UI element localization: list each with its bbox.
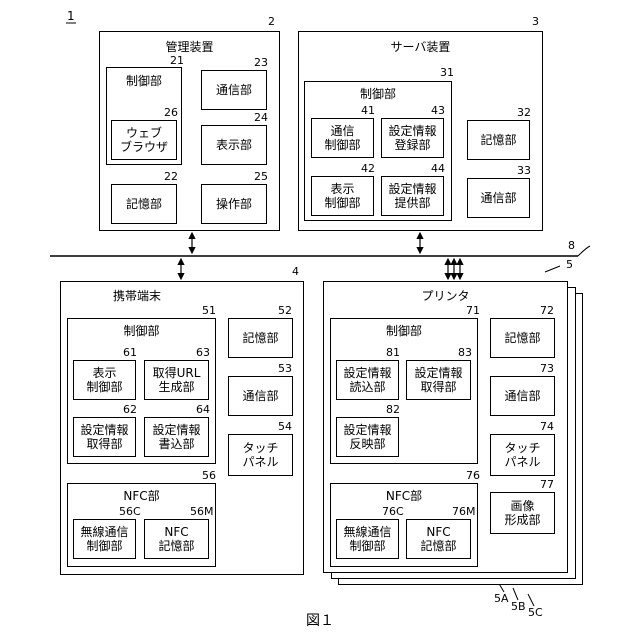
server-registration-box: 設定情報 登録部 (381, 118, 444, 158)
management-comm-ref: 23 (254, 57, 268, 69)
mobile-disp-ctrl-ref: 61 (123, 347, 137, 359)
printer-nfc-ref: 76 (466, 470, 480, 482)
printer-nfc-memory-ref: 76M (452, 506, 476, 518)
management-storage-box: 記憶部 (111, 184, 177, 224)
printer-nfc-memory-box: NFC 記憶部 (406, 519, 471, 559)
printer-touch-panel-box: タッチ パネル (490, 434, 555, 476)
mobile-nfc-title: NFC部 (68, 487, 215, 504)
printer-acquire-ref: 83 (458, 347, 472, 359)
printer-touch-panel-ref: 74 (540, 421, 554, 433)
server-storage-box: 記憶部 (467, 120, 530, 160)
printer-stack-ref-5a: 5A (494, 593, 509, 605)
mobile-storage-ref: 52 (278, 305, 292, 317)
server-comm-ref: 33 (517, 165, 531, 177)
mobile-comm-ref: 53 (278, 363, 292, 375)
mobile-disp-ctrl-box: 表示 制御部 (73, 360, 136, 400)
mobile-write-ref: 64 (196, 404, 210, 416)
printer-storage-box: 記憶部 (490, 318, 555, 358)
mobile-wireless-ctrl-box: 無線通信 制御部 (73, 519, 136, 559)
management-control-title: 制御部 (107, 72, 181, 89)
mobile-control-ref: 51 (202, 305, 216, 317)
management-operation-box: 操作部 (201, 184, 267, 224)
printer-imaging-box: 画像 形成部 (490, 492, 555, 534)
mobile-comm-box: 通信部 (228, 376, 293, 416)
management-display-ref: 24 (254, 112, 268, 124)
server-comm-box: 通信部 (467, 178, 530, 218)
printer-storage-ref: 72 (540, 305, 554, 317)
mobile-storage-box: 記憶部 (228, 318, 293, 358)
printer-stack-ref-5b: 5B (511, 601, 526, 613)
server-comm-ctrl-box: 通信 制御部 (311, 118, 374, 158)
server-disp-ctrl-ref: 42 (361, 163, 375, 175)
server-registration-ref: 43 (431, 105, 445, 117)
figure-ref: 1 (67, 10, 75, 22)
server-comm-ctrl-ref: 41 (361, 105, 375, 117)
mobile-url-gen-box: 取得URL 生成部 (144, 360, 209, 400)
printer-reflect-box: 設定情報 反映部 (336, 417, 399, 457)
mobile-write-box: 設定情報 書込部 (144, 417, 209, 457)
figure-caption: 図１ (295, 614, 345, 628)
printer-group-ref: 5 (566, 259, 573, 271)
mobile-acquire-ref: 62 (123, 404, 137, 416)
mobile-acquire-box: 設定情報 取得部 (73, 417, 136, 457)
printer-reflect-ref: 82 (386, 404, 400, 416)
mobile-nfc-ref: 56 (202, 470, 216, 482)
mobile-terminal-title: 携帯端末 (0, 287, 303, 304)
management-device-title: 管理装置 (100, 38, 279, 55)
mobile-url-gen-ref: 63 (196, 347, 210, 359)
printer-group-leader (545, 266, 560, 272)
server-device-title: サーバ装置 (299, 38, 542, 55)
mobile-nfc-memory-ref: 56M (190, 506, 214, 518)
printer-comm-box: 通信部 (490, 376, 555, 416)
printer-read-box: 設定情報 読込部 (336, 360, 399, 400)
mobile-touch-panel-ref: 54 (278, 421, 292, 433)
server-device-ref: 3 (532, 16, 539, 28)
mobile-control-title: 制御部 (68, 322, 215, 339)
printer-wireless-ctrl-ref: 76C (382, 506, 404, 518)
server-provide-ref: 44 (431, 163, 445, 175)
management-control-ref: 21 (170, 55, 184, 67)
printer-read-ref: 81 (386, 347, 400, 359)
bus-ref-leader (578, 246, 590, 256)
printer-control-ref: 71 (466, 305, 480, 317)
management-storage-ref: 22 (164, 171, 178, 183)
printer-nfc-title: NFC部 (331, 487, 477, 504)
mobile-touch-panel-box: タッチ パネル (228, 434, 293, 476)
management-comm-box: 通信部 (201, 70, 267, 110)
server-provide-box: 設定情報 提供部 (381, 176, 444, 216)
printer-wireless-ctrl-box: 無線通信 制御部 (336, 519, 399, 559)
management-operation-ref: 25 (254, 171, 268, 183)
printer-acquire-box: 設定情報 取得部 (406, 360, 471, 400)
printer-control-title: 制御部 (331, 322, 477, 339)
mobile-nfc-memory-box: NFC 記憶部 (144, 519, 209, 559)
leader-5c (528, 594, 534, 606)
printer-imaging-ref: 77 (540, 479, 554, 491)
server-control-ref: 31 (440, 67, 454, 79)
server-disp-ctrl-box: 表示 制御部 (311, 176, 374, 216)
management-device-ref: 2 (268, 16, 275, 28)
server-control-title: 制御部 (305, 85, 451, 102)
printer-device-title: プリンタ (324, 287, 567, 304)
server-storage-ref: 32 (517, 107, 531, 119)
printer-comm-ref: 73 (540, 363, 554, 375)
management-display-box: 表示部 (201, 125, 267, 165)
mobile-terminal-ref: 4 (292, 266, 299, 278)
web-browser-ref: 26 (164, 107, 178, 119)
printer-stack-ref-5c: 5C (528, 607, 543, 619)
mobile-wireless-ctrl-ref: 56C (119, 506, 141, 518)
web-browser-box: ウェブ ブラウザ (111, 120, 177, 160)
leader-5b (513, 588, 518, 600)
bus-ref: 8 (568, 240, 575, 252)
